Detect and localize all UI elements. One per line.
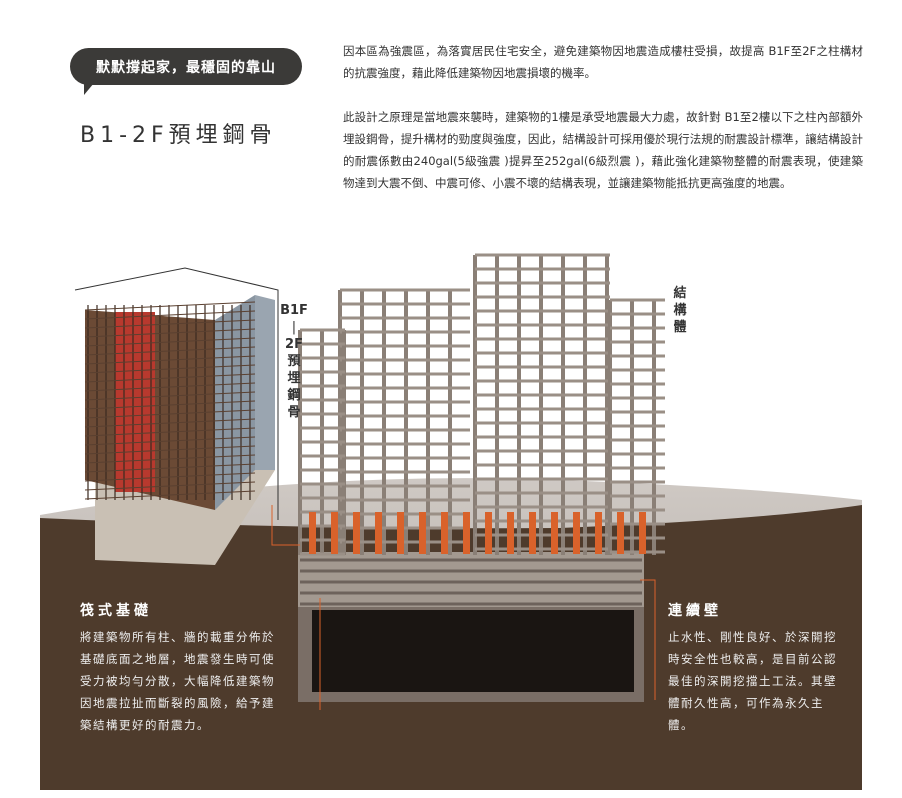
embedded-steel-columns xyxy=(309,512,646,554)
raft-body: 將建築物所有柱、牆的載重分佈於基礎底面之地層，地震發生時可使受力被均勻分散，大幅… xyxy=(80,630,275,732)
steel-column xyxy=(573,512,580,554)
steel-column xyxy=(595,512,602,554)
steel-column xyxy=(375,512,382,554)
raft-foundation-note: 筏式基礎 將建築物所有柱、牆的載重分佈於基礎底面之地層，地震發生時可使受力被均勻… xyxy=(80,600,280,736)
steel-column xyxy=(463,512,470,554)
steel-column xyxy=(507,512,514,554)
steel-column xyxy=(353,512,360,554)
callout-lines xyxy=(271,505,656,710)
diaphragm-wall-note: 連續壁 止水性、剛性良好、於深開挖時安全性也較高，是目前公認最佳的深開挖擋土工法… xyxy=(668,600,848,736)
steel-column xyxy=(309,512,316,554)
raft-title: 筏式基礎 xyxy=(80,603,152,619)
steel-label: B1F | 2F 預埋鋼骨 xyxy=(279,302,309,421)
steel-label-sep: | xyxy=(291,320,297,335)
basement xyxy=(298,552,644,702)
steel-column xyxy=(617,512,624,554)
page-title: B1-2F預埋鋼骨 xyxy=(80,123,277,148)
steel-column xyxy=(551,512,558,554)
steel-column xyxy=(441,512,448,554)
steel-column xyxy=(331,512,338,554)
steel-column xyxy=(397,512,404,554)
steel-label-mid: 2F xyxy=(285,337,303,352)
wall-title: 連續壁 xyxy=(668,603,722,619)
inset-steel-column-detail xyxy=(84,295,275,565)
steel-label-chars: 預埋鋼骨 xyxy=(287,354,301,420)
steel-column xyxy=(529,512,536,554)
steel-column xyxy=(639,512,646,554)
steel-label-top: B1F xyxy=(280,303,308,318)
wall-body: 止水性、剛性良好、於深開挖時安全性也較高，是目前公認最佳的深開挖擋土工法。其壁體… xyxy=(668,630,837,732)
steel-column xyxy=(419,512,426,554)
structure-frame xyxy=(298,253,665,606)
intro-paragraph-2: 此設計之原理是當地震來襲時，建築物的1樓是承受地震最大力處，故針對 B1至2樓以… xyxy=(343,110,863,190)
inset-frame xyxy=(74,267,279,520)
intro-paragraph-1: 因本區為強震區，為落實居民住宅安全，避免建築物因地震造成樓柱受損，故提高 B1F… xyxy=(343,44,863,80)
tagline-bubble: 默默撐起家，最穩固的靠山 xyxy=(70,48,302,95)
steel-column xyxy=(485,512,492,554)
structure-label: 結構體 xyxy=(673,286,687,335)
